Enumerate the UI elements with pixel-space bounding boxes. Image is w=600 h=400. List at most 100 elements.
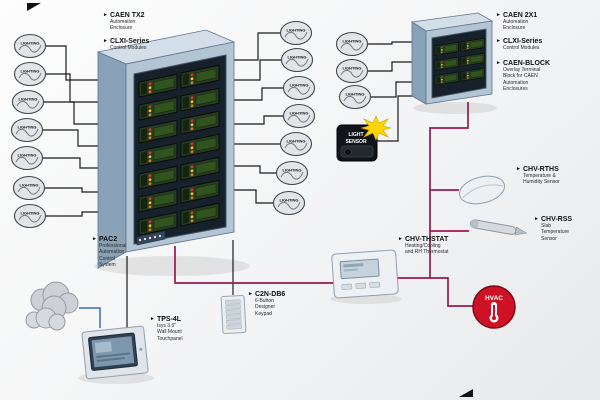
svg-text:LIGHTING: LIGHTING bbox=[282, 168, 301, 173]
callout-caen-block: ►CAEN-BLOCK Overlay Terminal Block for C… bbox=[496, 60, 550, 92]
svg-text:LIGHTING: LIGHTING bbox=[286, 139, 305, 144]
callout-title-text: CLXI-Series bbox=[502, 38, 543, 45]
svg-text:LIGHTING: LIGHTING bbox=[345, 92, 364, 97]
lighting-load-icon: LIGHTING bbox=[13, 203, 47, 229]
svg-text:LIGHTING: LIGHTING bbox=[20, 69, 39, 74]
pac2-terminal-strip bbox=[136, 230, 166, 246]
small-modules-left-column bbox=[434, 41, 459, 86]
lighting-load-icon: LIGHTING bbox=[10, 145, 44, 171]
svg-text:LIGHTING: LIGHTING bbox=[20, 211, 39, 216]
rss-sensor-device bbox=[469, 219, 528, 236]
lighting-load-icon: LIGHTING bbox=[280, 47, 314, 73]
lighting-load-icon: LIGHTING bbox=[10, 117, 44, 143]
callout-clxi-right: ►CLXI-Series Control Modules bbox=[496, 38, 542, 51]
svg-text:LIGHTING: LIGHTING bbox=[17, 153, 36, 158]
callout-chv-rss: ►CHV-RSS Slab Temperature Sensor bbox=[534, 216, 572, 242]
callout-title-text: CAEN-BLOCK bbox=[502, 60, 551, 67]
callout-desc: Overlay Terminal Block for CAEN Automati… bbox=[503, 67, 541, 92]
svg-text:LIGHTING: LIGHTING bbox=[287, 55, 306, 60]
caen-tx2-enclosure bbox=[96, 29, 236, 269]
callout-title: ►CHV-RTHS bbox=[516, 166, 560, 173]
rths-sensor-device bbox=[458, 175, 506, 205]
callout-title: ►TPS-4L bbox=[150, 316, 183, 323]
callout-title: ►CAEN-BLOCK bbox=[496, 60, 550, 67]
arrow-icon: ► bbox=[496, 12, 501, 18]
wire-left-5 bbox=[43, 157, 100, 169]
hvac-badge: HVAC bbox=[472, 285, 516, 329]
wire-left-1 bbox=[46, 45, 100, 81]
callout-desc: Isys 3.6" Wall Mount Touchpanel bbox=[157, 323, 183, 342]
arrow-icon: ► bbox=[92, 236, 97, 242]
svg-text:LIGHTING: LIGHTING bbox=[279, 198, 298, 203]
hvac-label: HVAC bbox=[485, 295, 503, 302]
lighting-load-icon: LIGHTING bbox=[282, 103, 316, 129]
callout-pac2: ►PAC2 Professional Automation Control Sy… bbox=[92, 236, 127, 268]
callout-title: ►CAEN 2X1 bbox=[496, 12, 537, 19]
callout-caen-2x1: ►CAEN 2X1 Automation Enclosure bbox=[496, 12, 537, 32]
callout-title: ►C2N-DB6 bbox=[248, 291, 285, 298]
callout-desc: Heating/Cooling and RH Thermostat bbox=[405, 243, 449, 256]
lighting-load-icon: LIGHTING bbox=[282, 75, 316, 101]
lighting-load-icon: LIGHTING bbox=[279, 20, 313, 46]
callout-desc: Control Modules bbox=[503, 45, 540, 51]
network-cloud bbox=[25, 281, 79, 331]
lighting-load-icon: LIGHTING bbox=[272, 190, 306, 216]
wire-left-6 bbox=[45, 187, 100, 193]
callout-title: ►CHV-THSTAT bbox=[398, 236, 449, 243]
callout-title-text: TPS-4L bbox=[156, 316, 182, 323]
keypad-device bbox=[220, 294, 247, 334]
light-sensor-label-1: LIGHT bbox=[349, 132, 364, 138]
svg-text:LIGHTING: LIGHTING bbox=[19, 183, 38, 188]
callout-title-text: CAEN 2X1 bbox=[502, 12, 538, 19]
svg-text:LIGHTING: LIGHTING bbox=[286, 28, 305, 33]
callout-clxi-left: ►CLXI-Series Control Modules bbox=[103, 38, 149, 51]
callout-title: ►PAC2 bbox=[92, 236, 127, 243]
lighting-load-icon: LIGHTING bbox=[13, 33, 47, 59]
thermostat-device bbox=[331, 249, 399, 299]
callout-title: ►CLXI-Series bbox=[103, 38, 149, 45]
callout-desc: Automation Enclosure bbox=[503, 19, 529, 32]
wire-mid-6 bbox=[234, 165, 276, 174]
callout-title-text: PAC2 bbox=[98, 236, 118, 243]
arrow-icon: ► bbox=[150, 316, 155, 322]
wire-mid-1 bbox=[234, 32, 280, 61]
callout-title: ►CHV-RSS bbox=[534, 216, 572, 223]
svg-text:LIGHTING: LIGHTING bbox=[289, 83, 308, 88]
lighting-load-icon: LIGHTING bbox=[279, 131, 313, 157]
sun-burst-icon bbox=[360, 115, 392, 141]
small-modules-right-column bbox=[460, 37, 485, 82]
arrow-icon: ► bbox=[496, 38, 501, 44]
wire-left-7 bbox=[46, 211, 100, 217]
crop-mark bbox=[459, 389, 473, 397]
callout-title-text: CHV-RTHS bbox=[522, 166, 559, 173]
lighting-load-icon: LIGHTING bbox=[335, 58, 369, 84]
callout-title-text: C2N-DB6 bbox=[254, 291, 286, 298]
wire-mid-3 bbox=[234, 87, 283, 101]
callout-desc: Temperature & Humidity Sensor bbox=[523, 173, 560, 186]
lighting-loads: LIGHTING LIGHTING LIGHTING LIGHTING LIGH… bbox=[10, 20, 372, 229]
lighting-load-icon: LIGHTING bbox=[12, 175, 46, 201]
wire-left-2 bbox=[46, 73, 100, 103]
lighting-load-icon: LIGHTING bbox=[338, 84, 372, 110]
wire-left-3 bbox=[44, 101, 100, 125]
lighting-wiring bbox=[43, 32, 414, 328]
wire-right-3 bbox=[371, 81, 414, 98]
svg-text:LIGHTING: LIGHTING bbox=[289, 111, 308, 116]
callout-desc: Automation Enclosure bbox=[110, 19, 136, 32]
callout-desc: Control Modules bbox=[110, 45, 147, 51]
wire-left-4 bbox=[43, 129, 100, 147]
callout-title: ►CLXI-Series bbox=[496, 38, 542, 45]
light-sensor-label-2: SENSOR bbox=[345, 139, 367, 145]
wire-mid-7 bbox=[234, 189, 273, 204]
svg-text:LIGHTING: LIGHTING bbox=[18, 97, 37, 102]
lighting-load-icon: LIGHTING bbox=[275, 160, 309, 186]
callout-desc: 6-Button Designer Keypad bbox=[255, 298, 276, 317]
arrow-icon: ► bbox=[103, 12, 108, 18]
bus-to-hvac bbox=[397, 277, 473, 307]
callout-title-text: CHV-RSS bbox=[540, 216, 573, 223]
arrow-icon: ► bbox=[398, 236, 403, 242]
touchpanel-device bbox=[81, 325, 149, 380]
arrow-icon: ► bbox=[534, 216, 539, 222]
